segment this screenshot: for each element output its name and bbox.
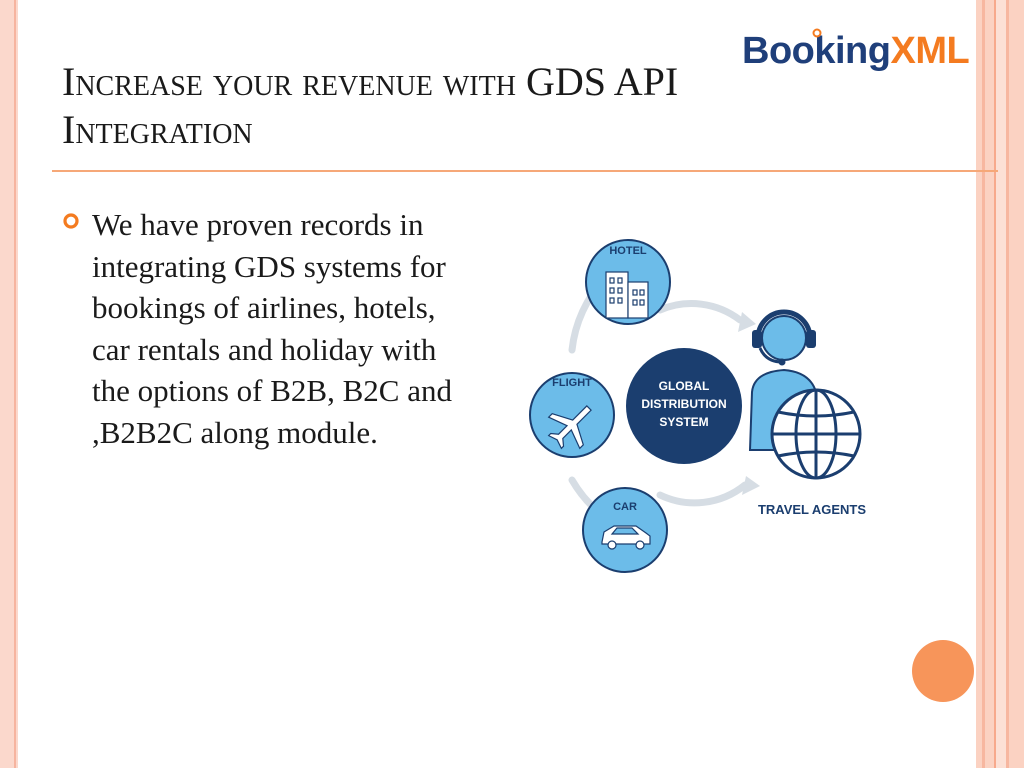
- gds-label-line3: SYSTEM: [659, 415, 708, 429]
- title-divider: [52, 170, 998, 172]
- airplane-icon: [547, 405, 592, 450]
- car-icon: [601, 525, 651, 550]
- gds-center-node: GLOBAL DISTRIBUTION SYSTEM: [626, 348, 742, 464]
- gds-label-line1: GLOBAL: [659, 379, 710, 393]
- car-node: CAR: [582, 487, 668, 573]
- flight-label: FLIGHT: [552, 377, 592, 389]
- globe-icon: [770, 388, 862, 480]
- arrow-top-icon: [738, 312, 756, 332]
- slide-title: Increase your revenue with GDS API Integ…: [62, 59, 679, 152]
- body-text: We have proven records in integrating GD…: [92, 207, 452, 450]
- hotel-node: HOTEL: [585, 239, 671, 325]
- logo-text-xml: XML: [890, 30, 970, 72]
- travel-agents-label: TRAVEL AGENTS: [758, 502, 866, 517]
- gds-label-line2: DISTRIBUTION: [641, 397, 726, 411]
- decorative-orange-circle: [912, 640, 974, 702]
- arc-bottom: [656, 481, 749, 507]
- hotel-label: HOTEL: [609, 245, 647, 257]
- right-decor-stripes: [976, 0, 1024, 768]
- left-decor-stripe: [0, 0, 18, 768]
- gds-diagram: HOTEL FLIGHT CAR GLOBAL D: [529, 239, 866, 573]
- arrow-bottom-icon: [742, 476, 760, 495]
- left-decor-line: [14, 0, 16, 768]
- arc-top: [656, 300, 744, 324]
- bullet-icon: [63, 213, 79, 229]
- flight-node: FLIGHT: [529, 372, 615, 458]
- logo-pin-icon: [812, 28, 822, 38]
- car-label: CAR: [613, 501, 637, 513]
- bookingxml-logo: BookingXML: [742, 30, 970, 73]
- hotel-building-icon: [605, 271, 649, 319]
